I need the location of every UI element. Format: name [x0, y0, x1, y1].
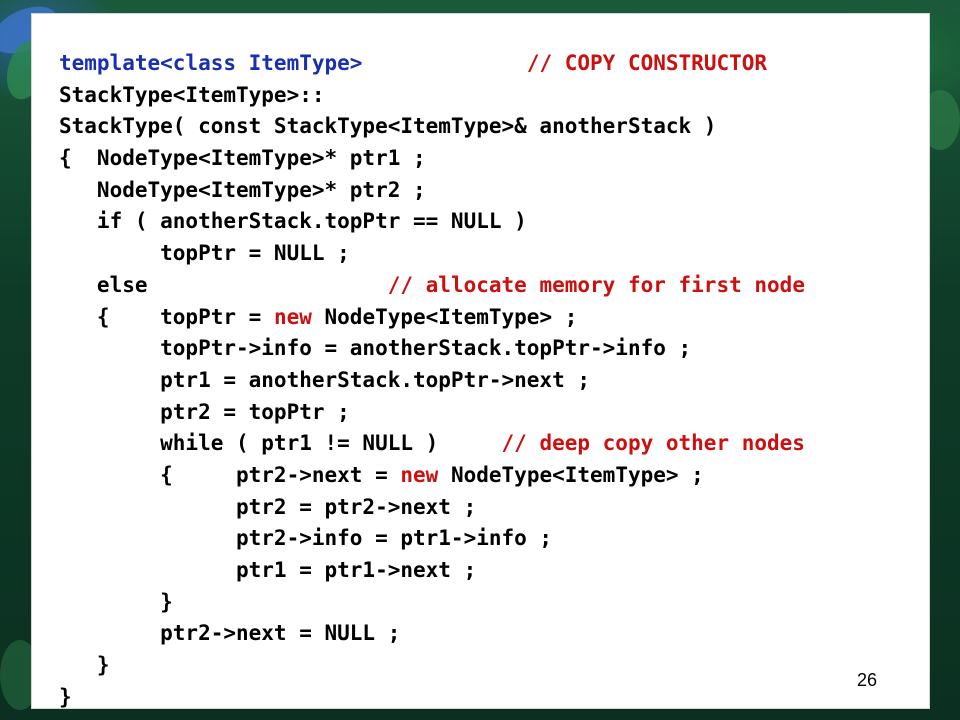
code-line: topPtr->info = anotherStack.topPtr->info… [59, 336, 692, 361]
code-line: } [59, 653, 110, 678]
keyword-new: new [273, 304, 312, 329]
code-line: else // allocate memory for first node [59, 272, 805, 297]
code-line: } [59, 589, 173, 614]
code-block: template<class ItemType> // COPY CONSTRU… [59, 48, 805, 713]
code-comment: // deep copy other nodes [501, 431, 805, 456]
code-line: { ptr2->next = new NodeType<ItemType> ; [59, 462, 704, 487]
code-line: ptr1 = ptr1->next ; [59, 558, 477, 582]
code-line: topPtr = NULL ; [59, 241, 350, 266]
code-line: ptr2 = ptr2->next ; [59, 494, 477, 519]
code-line: ptr2->info = ptr1->info ; [59, 526, 553, 551]
code-comment: // COPY CONSTRUCTOR [526, 51, 768, 75]
code-line: if ( anotherStack.topPtr == NULL ) [59, 209, 527, 234]
code-line: } [59, 684, 72, 709]
code-line: StackType( const StackType<ItemType>& an… [59, 114, 717, 139]
code-line: ptr1 = anotherStack.topPtr->next ; [59, 367, 591, 392]
keyword-new: new [400, 462, 439, 487]
code-line: StackType<ItemType>:: [59, 82, 325, 107]
page-number: 26 [856, 670, 877, 690]
code-line: ptr2 = topPtr ; [59, 399, 350, 424]
code-comment: // allocate memory for first node [387, 272, 805, 297]
code-line: ptr2->next = NULL ; [59, 621, 401, 646]
code-line: { topPtr = new NodeType<ItemType> ; [59, 304, 578, 329]
code-line: { NodeType<ItemType>* ptr1 ; [59, 146, 426, 171]
code-line: NodeType<ItemType>* ptr2 ; [59, 177, 426, 202]
code-line: template<class ItemType> // COPY CONSTRU… [59, 51, 768, 75]
code-line: while ( ptr1 != NULL ) // deep copy othe… [59, 431, 805, 456]
slide-panel: template<class ItemType> // COPY CONSTRU… [32, 14, 929, 709]
